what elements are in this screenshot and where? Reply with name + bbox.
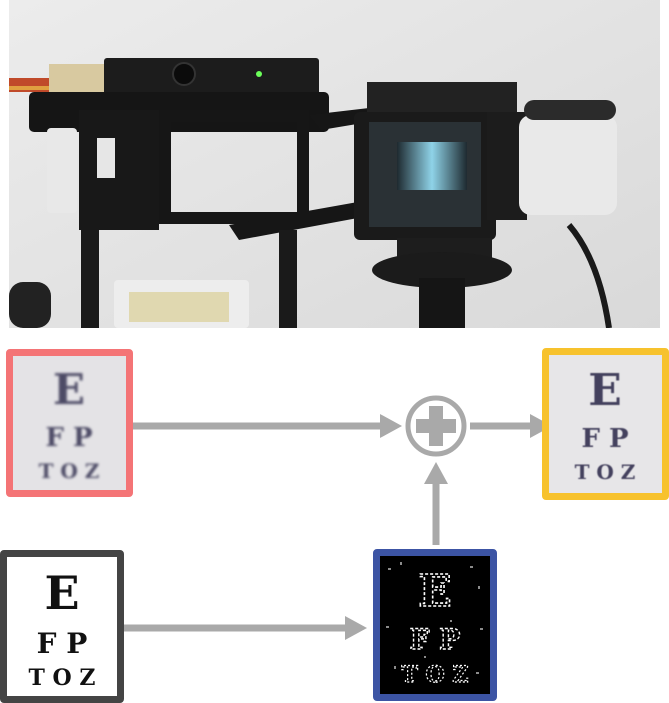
row2-letters: F P [37,627,88,660]
row1-letter: E [588,365,622,416]
row2-letters: F P [45,423,92,453]
event-frame-chart: E F P T O Z [373,549,497,701]
fused-eye-chart: E F P T O Z [542,348,669,500]
row1-letter: E [53,365,85,414]
row1-letter: E [44,566,79,620]
arrow-combine-to-fused [470,414,552,438]
row3-letters: T O Z [39,459,100,483]
arrow-sharp-to-event [124,616,367,640]
arrow-blurry-to-combine [133,414,402,438]
row3-letters: T O Z [29,665,96,691]
row3-letters: T O Z [402,662,469,688]
arrow-event-to-combine [424,462,448,545]
blurry-eye-chart: E F P T O Z [6,349,133,497]
row3-letters: T O Z [575,460,636,484]
row1-letter: E [418,566,452,617]
sharp-eye-chart: E F P T O Z [0,550,124,703]
plus-combine-icon [405,395,467,457]
row2-letters: F P [581,424,628,454]
row2-letters: F P [410,623,461,656]
camera-rig-photo [9,0,660,328]
